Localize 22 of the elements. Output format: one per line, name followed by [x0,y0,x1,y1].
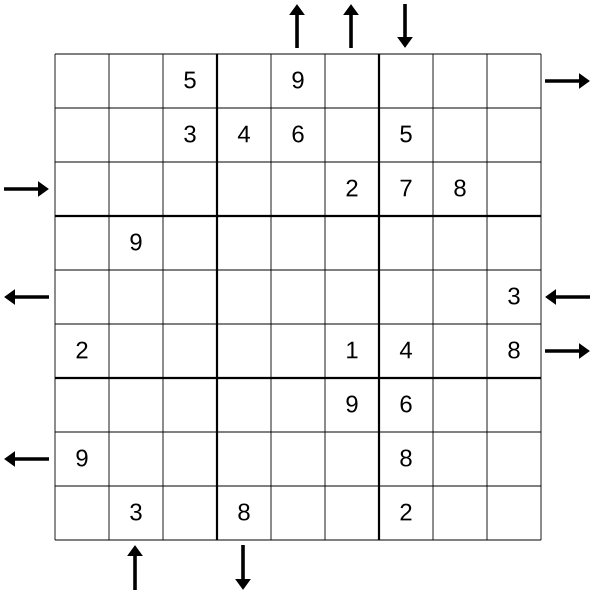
cell-digit: 4 [238,126,250,142]
cell-digit: 1 [347,342,358,358]
cell-digit: 2 [400,504,412,520]
cell-digit: 9 [130,234,142,250]
cell-digit: 8 [238,504,250,520]
cell-digit: 5 [400,126,412,142]
cell-digit: 9 [76,450,88,466]
cell-digit: 8 [508,342,520,358]
cell-digit: 3 [184,126,196,142]
cell-digit: 8 [454,180,466,196]
cell-digit: 2 [346,180,358,196]
cell-digit: 8 [400,450,412,466]
cell-digit: 4 [400,342,412,358]
cell-digit: 3 [508,288,520,304]
cell-digit: 6 [292,126,304,142]
cell-digit: 3 [130,504,142,520]
cell-digit: 2 [76,342,88,358]
cell-digit: 9 [346,396,358,412]
cell-digit: 7 [400,180,412,196]
cell-digit: 9 [292,72,304,88]
cell-digit: 5 [184,72,196,88]
cell-digit: 6 [400,396,412,412]
